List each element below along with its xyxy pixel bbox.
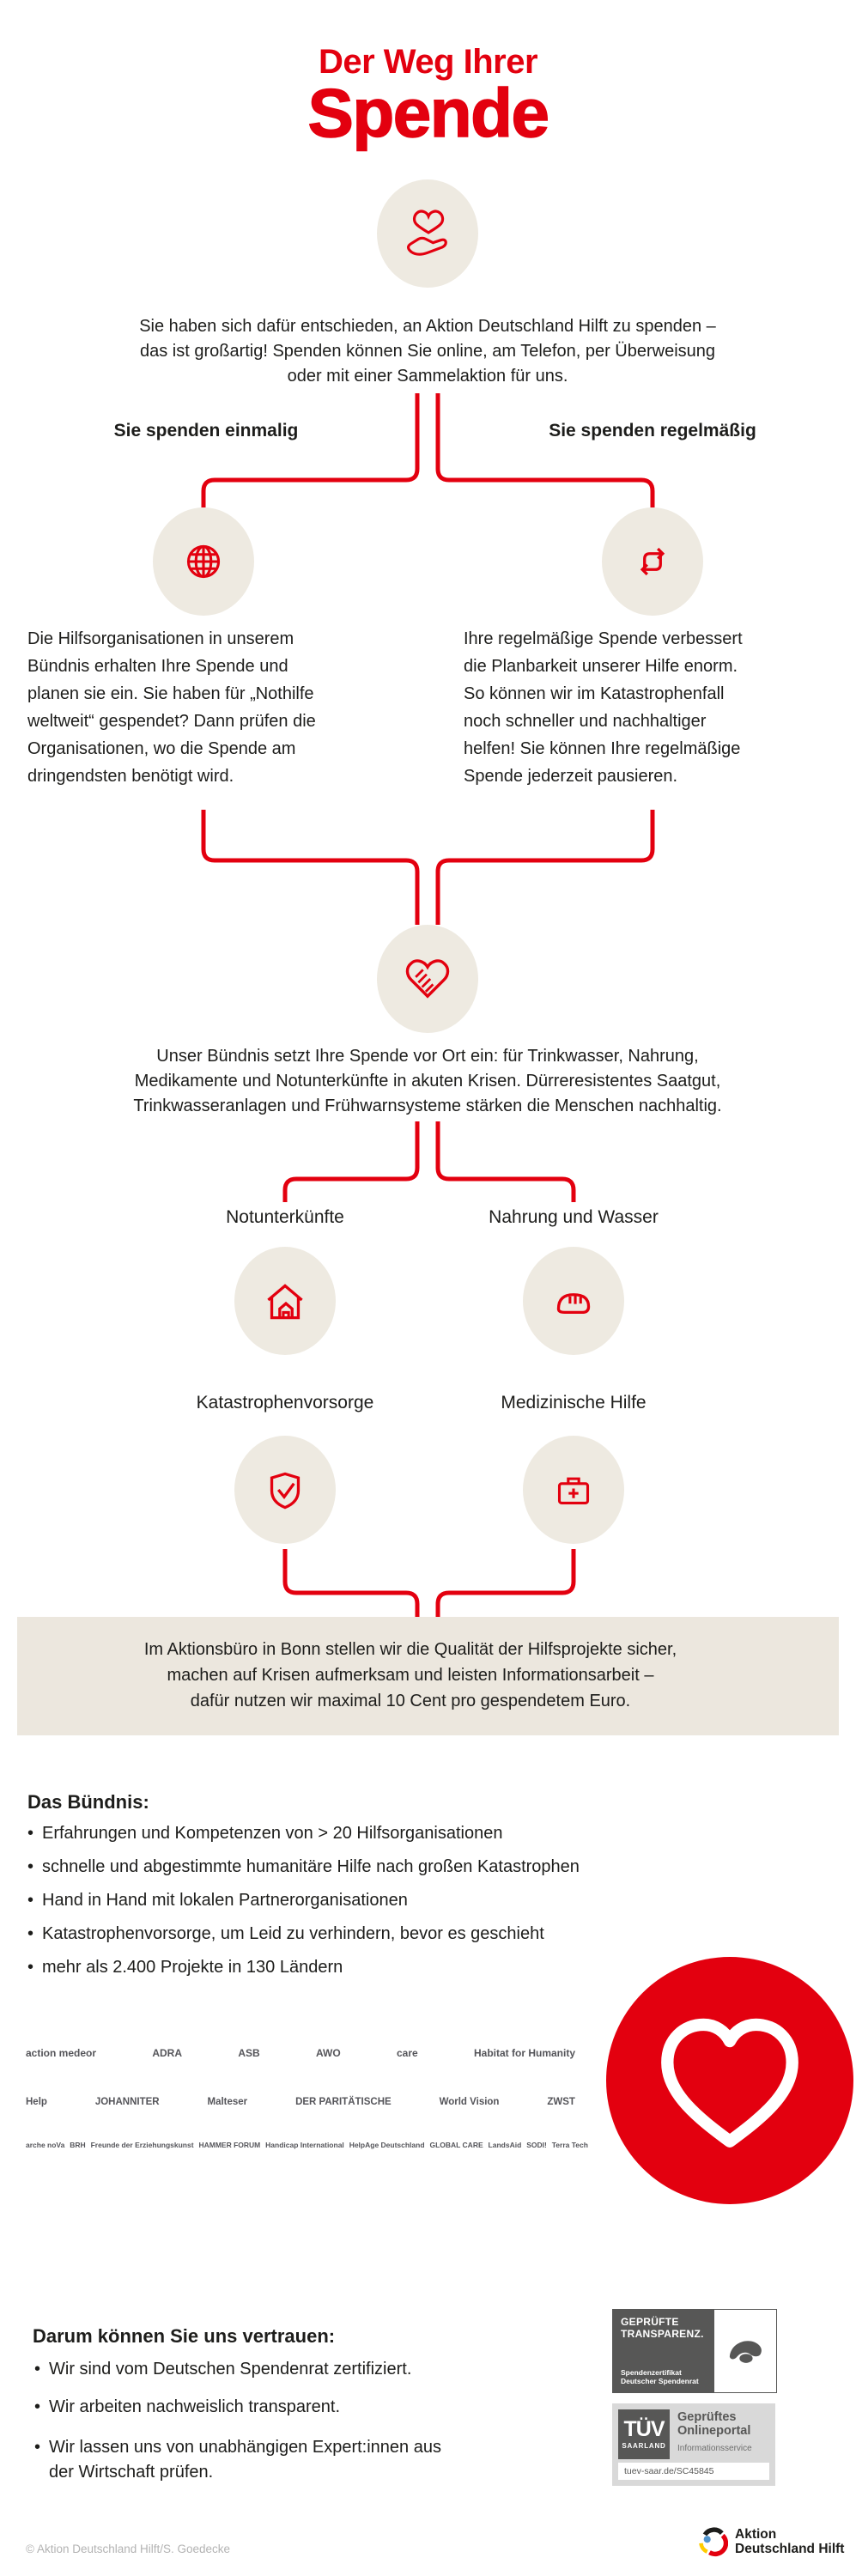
trust-list: Wir sind vom Deutschen Spendenrat zertif… (34, 2360, 584, 2500)
tuev-certificate-code: tuev-saar.de/SC45845 (618, 2463, 769, 2480)
connector-merge1-left (201, 810, 420, 925)
partner-logo: Malteser (207, 2097, 248, 2107)
spendenrat-badge: GEPRÜFTE TRANSPARENZ. Spendenzertifikat … (612, 2309, 777, 2393)
food-icon-circle (523, 1247, 624, 1355)
list-item: mehr als 2.400 Projekte in 130 Ländern (27, 1958, 646, 1977)
repeat-arrows-icon (640, 547, 665, 576)
connector-split1-left (201, 393, 420, 507)
donation-icon-circle (377, 179, 478, 288)
partner-logo: arche noVa (26, 2141, 65, 2149)
partner-logo: Terra Tech (551, 2141, 588, 2149)
connector-merge2-right (435, 1549, 576, 1617)
partner-logo: ASB (238, 2047, 260, 2059)
heart-icon (661, 2018, 798, 2148)
partner-logo: AWO (315, 2047, 341, 2059)
title-line-2: Spende (307, 75, 550, 151)
connector-split1-right (435, 393, 655, 507)
tuev-title: Geprüftes Onlineportal (677, 2410, 751, 2438)
partner-logos-row-1: action medeor ADRA ASB AWO care Habitat … (26, 2033, 575, 2073)
copyright-text: © Aktion Deutschland Hilft/S. Goedecke (26, 2543, 231, 2555)
tuev-subtitle: Informationsservice (677, 2443, 752, 2453)
partner-logos-row-3: arche noVa BRH Freunde der Erziehungskun… (26, 2129, 588, 2160)
shield-check-icon (270, 1472, 301, 1510)
partner-logo: SODI! (526, 2141, 547, 2149)
partner-logo: JOHANNITER (94, 2097, 160, 2107)
first-aid-kit-icon (557, 1477, 590, 1505)
list-item: Hand in Hand mit lokalen Partnerorganisa… (27, 1891, 646, 1910)
spendenrat-eye-panel (714, 2310, 776, 2392)
office-note-box (17, 1617, 839, 1735)
tuev-badge: TÜV SAARLAND Geprüftes Onlineportal Info… (612, 2403, 775, 2486)
tuev-wordmark: TÜV (623, 2417, 665, 2441)
partner-logo: World Vision (439, 2097, 500, 2107)
tuev-logo: TÜV SAARLAND (618, 2409, 670, 2459)
category-label-food: Nahrung und Wasser (489, 1207, 659, 1227)
connector-split2-right (435, 1121, 576, 1202)
category-label-preparedness: Katastrophenvorsorge (196, 1393, 374, 1413)
partner-logo: GLOBAL CARE (429, 2141, 483, 2149)
office-note-text: Im Aktionsbüro in Bonn stellen wir die Q… (143, 1640, 677, 1710)
partner-logo: Habitat for Humanity (473, 2047, 575, 2059)
partner-logo: LandsAid (488, 2141, 522, 2149)
spendenrat-eye-icon (729, 2341, 762, 2363)
adh-logo-text: Aktion Deutschland Hilft (735, 2526, 845, 2556)
shelter-icon-circle (234, 1247, 336, 1355)
once-description: Die Hilfsorganisationen in unserem Bündn… (27, 629, 316, 786)
tuev-region: SAARLAND (622, 2442, 666, 2450)
badge-title: GEPRÜFTE TRANSPARENZ. (621, 2316, 704, 2340)
deployment-text: Unser Bündnis setzt Ihre Spende vor Ort … (133, 1047, 722, 1115)
partner-logo: BRH (70, 2141, 86, 2149)
category-label-shelter: Notunterkünfte (226, 1207, 344, 1227)
heart-in-hand-icon (406, 210, 447, 256)
partner-logo: HelpAge Deutschland (349, 2141, 425, 2149)
badge-subtitle: Spendenzertifikat Deutscher Spendenrat (621, 2367, 699, 2386)
globe-icon (186, 544, 221, 579)
bread-icon (556, 1293, 591, 1315)
regular-icon-circle (602, 507, 703, 616)
list-item: schnelle und abgestimmte humanitäre Hilf… (27, 1857, 646, 1876)
partner-logo: HAMMER FORUM (198, 2141, 261, 2149)
handshake-heart-icon (405, 959, 450, 999)
connector-merge2-left (282, 1549, 420, 1617)
partner-logo: care (396, 2047, 418, 2059)
list-item: Wir arbeiten nachweislich transparent. (34, 2397, 584, 2416)
list-item: Wir sind vom Deutschen Spendenrat zertif… (34, 2360, 584, 2379)
intro-text: Sie haben sich dafür entschieden, an Akt… (139, 317, 716, 386)
list-item: Katastrophenvorsorge, um Leid zu verhind… (27, 1924, 646, 1943)
trust-heading: Darum können Sie uns vertrauen: (33, 2325, 336, 2347)
adh-swirl-icon (699, 2527, 728, 2557)
partner-logo: Freunde der Erziehungskunst (90, 2141, 194, 2149)
partner-logo: DER PARITÄTISCHE (295, 2097, 392, 2107)
list-item: Erfahrungen und Kompetenzen von > 20 Hil… (27, 1824, 646, 1843)
connector-split2-left (282, 1121, 420, 1202)
branch-label-once: Sie spenden einmalig (113, 421, 299, 440)
partner-logo: ADRA (152, 2047, 183, 2059)
preparedness-icon-circle (234, 1436, 336, 1544)
adh-logo: Aktion Deutschland Hilft (697, 2526, 844, 2557)
connector-merge1-right (435, 810, 655, 925)
alliance-list: Erfahrungen und Kompetenzen von > 20 Hil… (27, 1824, 646, 1991)
regular-description: Ihre regelmäßige Spende verbessert die P… (464, 629, 743, 786)
spendenrat-badge-text: GEPRÜFTE TRANSPARENZ. Spendenzertifikat … (613, 2310, 714, 2392)
alliance-icon-circle (377, 925, 478, 1033)
list-item: Wir lassen uns von unabhängigen Expert:i… (34, 2435, 584, 2485)
alliance-heading: Das Bündnis: (27, 1791, 149, 1813)
category-label-medical: Medizinische Hilfe (501, 1393, 647, 1413)
partner-logos-row-2: Help JOHANNITER Malteser DER PARITÄTISCH… (26, 2085, 575, 2119)
branch-label-regular: Sie spenden regelmäßig (549, 421, 756, 440)
house-icon (267, 1284, 303, 1320)
partner-logo: action medeor (26, 2047, 97, 2059)
partner-logo: Handicap International (265, 2141, 344, 2149)
medical-icon-circle (523, 1436, 624, 1544)
partner-logo: Help (26, 2097, 47, 2107)
title-line-1: Der Weg Ihrer (318, 43, 538, 81)
partner-logo: ZWST (547, 2097, 575, 2107)
once-icon-circle (153, 507, 254, 616)
heart-badge (606, 1957, 853, 2204)
